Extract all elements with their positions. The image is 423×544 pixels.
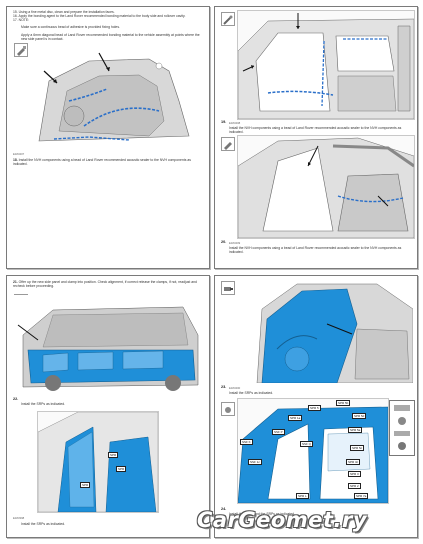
- srp-label: SPR: [80, 482, 91, 488]
- figure-1-id: E183408: [229, 121, 241, 125]
- rivet-gun-icon: [221, 281, 235, 295]
- srp-label-5d: SPR 5d: [352, 413, 367, 419]
- step-24-text: Install the SRPs and the SRPs as indicat…: [229, 512, 295, 516]
- srp-label-2: SPR 2: [348, 483, 361, 489]
- srp-label-5: SPR 5: [308, 405, 321, 411]
- figure-1-text: Install the NVH components using a bead …: [229, 126, 402, 135]
- srp-label-3c: SPR 3c: [346, 459, 361, 465]
- figure-rear-quarter-sealer: [29, 41, 199, 149]
- figure-id: E183398: [13, 516, 25, 520]
- manual-page-1: 15. Using a fine metal disc, clean and p…: [6, 6, 210, 269]
- ssf-label-k: SSF K: [240, 439, 253, 445]
- bottom-text: Install the SRPs as indicated.: [21, 522, 66, 526]
- figure-2-text: Install the NVH components using a bead …: [229, 246, 402, 255]
- figure-1-number: 19.: [221, 120, 227, 124]
- srp-label-5c: SPR 5c: [350, 445, 365, 451]
- sealer-gun-icon: [14, 43, 28, 57]
- step-18: 18. Install the NVH components using a b…: [13, 158, 191, 167]
- sealer-gun-icon: [221, 137, 235, 151]
- figure-id: E183400: [229, 386, 241, 390]
- step-17: 17. NOTE:: [13, 18, 30, 22]
- ssf-label-p: SSF P: [272, 429, 285, 435]
- figure-2-number: 20.: [221, 240, 227, 244]
- clamp-gun-icon: [221, 12, 235, 26]
- srp-label-5b: SPR 5b: [336, 400, 351, 406]
- figure-rear-quarter-blue: [237, 279, 413, 383]
- step-24-number: 24.: [221, 507, 227, 511]
- srp-label-l: SPR L: [296, 493, 309, 499]
- step-23-text: Install the SRPs as indicated.: [229, 391, 274, 395]
- ssf-label-1c: SSF 1c: [248, 459, 262, 465]
- step-16: 16. Apply the bonding agent to the Land …: [13, 14, 186, 18]
- step-21: 21. Offer up the new side panel and clam…: [13, 280, 197, 289]
- figure-2-id: E183409: [229, 241, 241, 245]
- tool-legend: [389, 400, 415, 456]
- step-22-text: Install the SRPs as indicated.: [21, 402, 66, 406]
- srp-label-1a: SPR 1a: [288, 415, 303, 421]
- step-22-number: 22.: [13, 397, 19, 401]
- srp-label: SPR: [108, 452, 119, 458]
- ssf-label-q: SSF Q: [300, 441, 314, 447]
- figure-id: E183407: [13, 152, 25, 156]
- figure-srp-locations: SPR 5b SPR 5 SPR 1a SPR 5d SPR 5a SSF K …: [237, 398, 389, 504]
- manual-page-2: 19. E183408 Install the NVH components u…: [214, 6, 418, 269]
- manual-page-3: 21. Offer up the new side panel and clam…: [6, 275, 210, 538]
- step-15: 15. Using a fine metal disc, clean and p…: [13, 10, 115, 14]
- figure-body-side-nvh: [237, 10, 415, 120]
- step-23-number: 23.: [221, 385, 227, 389]
- site-watermark: CarGeomet.ry: [197, 508, 368, 532]
- srp-label-3: SPR 3: [348, 471, 361, 477]
- srp-label-7a: SPR 7a: [354, 493, 369, 499]
- srp-label-5a: SPR 5a: [348, 427, 363, 433]
- note-1: Make sure a continuous bead of adhesive …: [21, 25, 120, 29]
- note-2: Apply a 6mm diagonal bead of Land Rover …: [21, 33, 200, 42]
- figure-full-side-panel: [13, 295, 203, 393]
- spot-weld-icon: [221, 402, 235, 416]
- figure-door-opening: SPR SPR SPR: [37, 411, 159, 513]
- figure-a-pillar-nvh: [237, 135, 415, 239]
- manual-page-4: 23. E183400 Install the SRPs as indicate…: [214, 275, 418, 538]
- srp-label: SPR: [116, 466, 127, 472]
